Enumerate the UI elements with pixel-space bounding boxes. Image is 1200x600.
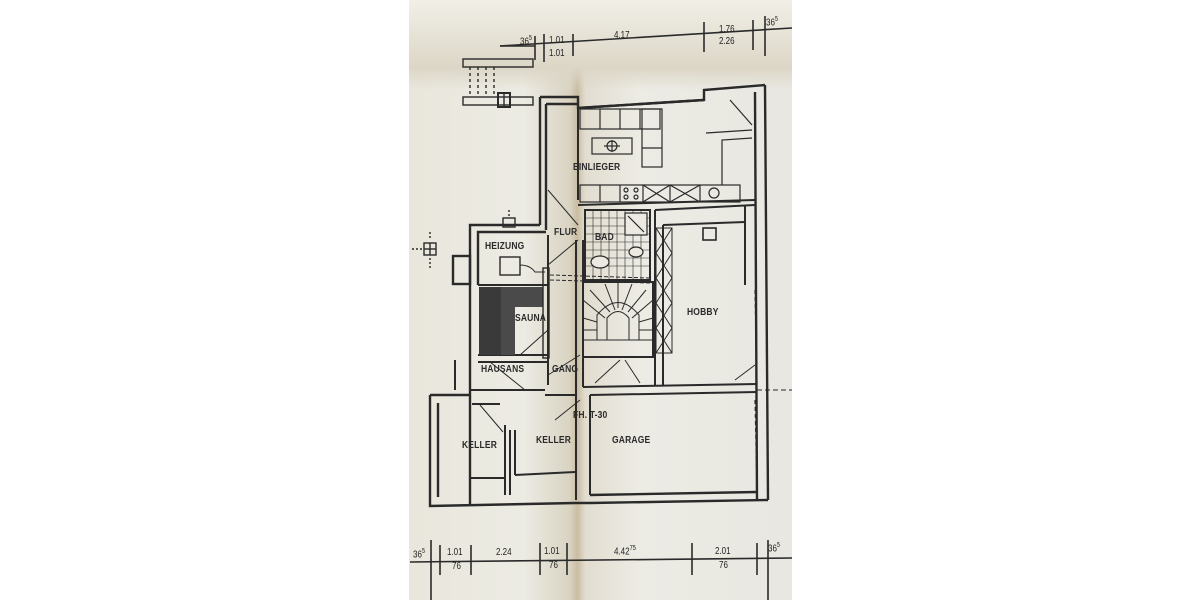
dim-bottom-2-below: 76 — [452, 561, 461, 572]
fire-door-label: FH. T-30 — [573, 410, 608, 421]
room-label-flur: FLUR — [554, 227, 578, 238]
room-label-heizung: HEIZUNG — [485, 241, 525, 252]
dim-top-5: 365 — [766, 16, 779, 29]
outdoor-stairs — [462, 58, 534, 108]
room-label-sauna: SAUNA — [515, 313, 547, 324]
bathroom-fixtures — [590, 212, 648, 269]
bottom-dimension-line — [409, 540, 792, 600]
door-swings — [479, 189, 756, 433]
dim-top-4-below: 2.26 — [719, 36, 735, 47]
dim-bottom-4: 1.01 — [544, 546, 560, 557]
sauna-bench — [479, 267, 550, 359]
room-label-bad: BAD — [595, 232, 614, 243]
dim-bottom-4-below: 76 — [549, 560, 558, 571]
room-label-einlieger: EINLIEGER — [573, 162, 621, 173]
heating-boiler — [499, 256, 651, 284]
dim-bottom-3: 2.24 — [496, 547, 512, 558]
dim-bottom-6-below: 76 — [719, 560, 728, 571]
top-dimension-line — [499, 16, 792, 62]
dim-top-4: 1.76 — [719, 24, 735, 35]
garage-door — [754, 399, 758, 491]
room-label-keller-1: KELLER — [462, 440, 498, 451]
dim-top-2: 1.01 — [549, 35, 565, 46]
room-label-garage: GARAGE — [612, 435, 651, 446]
inner-walls — [454, 108, 758, 500]
kitchen-fixtures — [579, 99, 753, 203]
dim-bottom-1: 365 — [413, 548, 426, 561]
room-label-hobby: HOBBY — [687, 307, 719, 318]
dim-bottom-6: 2.01 — [715, 546, 731, 557]
dim-top-1: 365 — [520, 35, 533, 48]
axis-markers — [412, 210, 516, 268]
dim-top-2-below: 1.01 — [549, 48, 565, 59]
floor-plan-drawing — [409, 16, 792, 600]
room-label-hausans: HAUSANS — [481, 364, 525, 375]
floor-plan-paper: EINLIEGER FLUR BAD HEIZUNG SAUNA HOBBY H… — [409, 0, 792, 600]
bathroom-tiles — [585, 210, 650, 280]
hobby-window — [754, 289, 758, 386]
staircase — [582, 282, 654, 341]
room-label-gang: GANG — [552, 364, 579, 375]
dim-top-3: 4.17 — [614, 30, 630, 41]
dim-bottom-7: 365 — [768, 542, 781, 555]
room-label-keller-2: KELLER — [536, 435, 572, 446]
hobby-closet — [655, 227, 717, 354]
dim-bottom-2: 1.01 — [447, 547, 463, 558]
dim-bottom-5: 4.4275 — [614, 545, 636, 558]
